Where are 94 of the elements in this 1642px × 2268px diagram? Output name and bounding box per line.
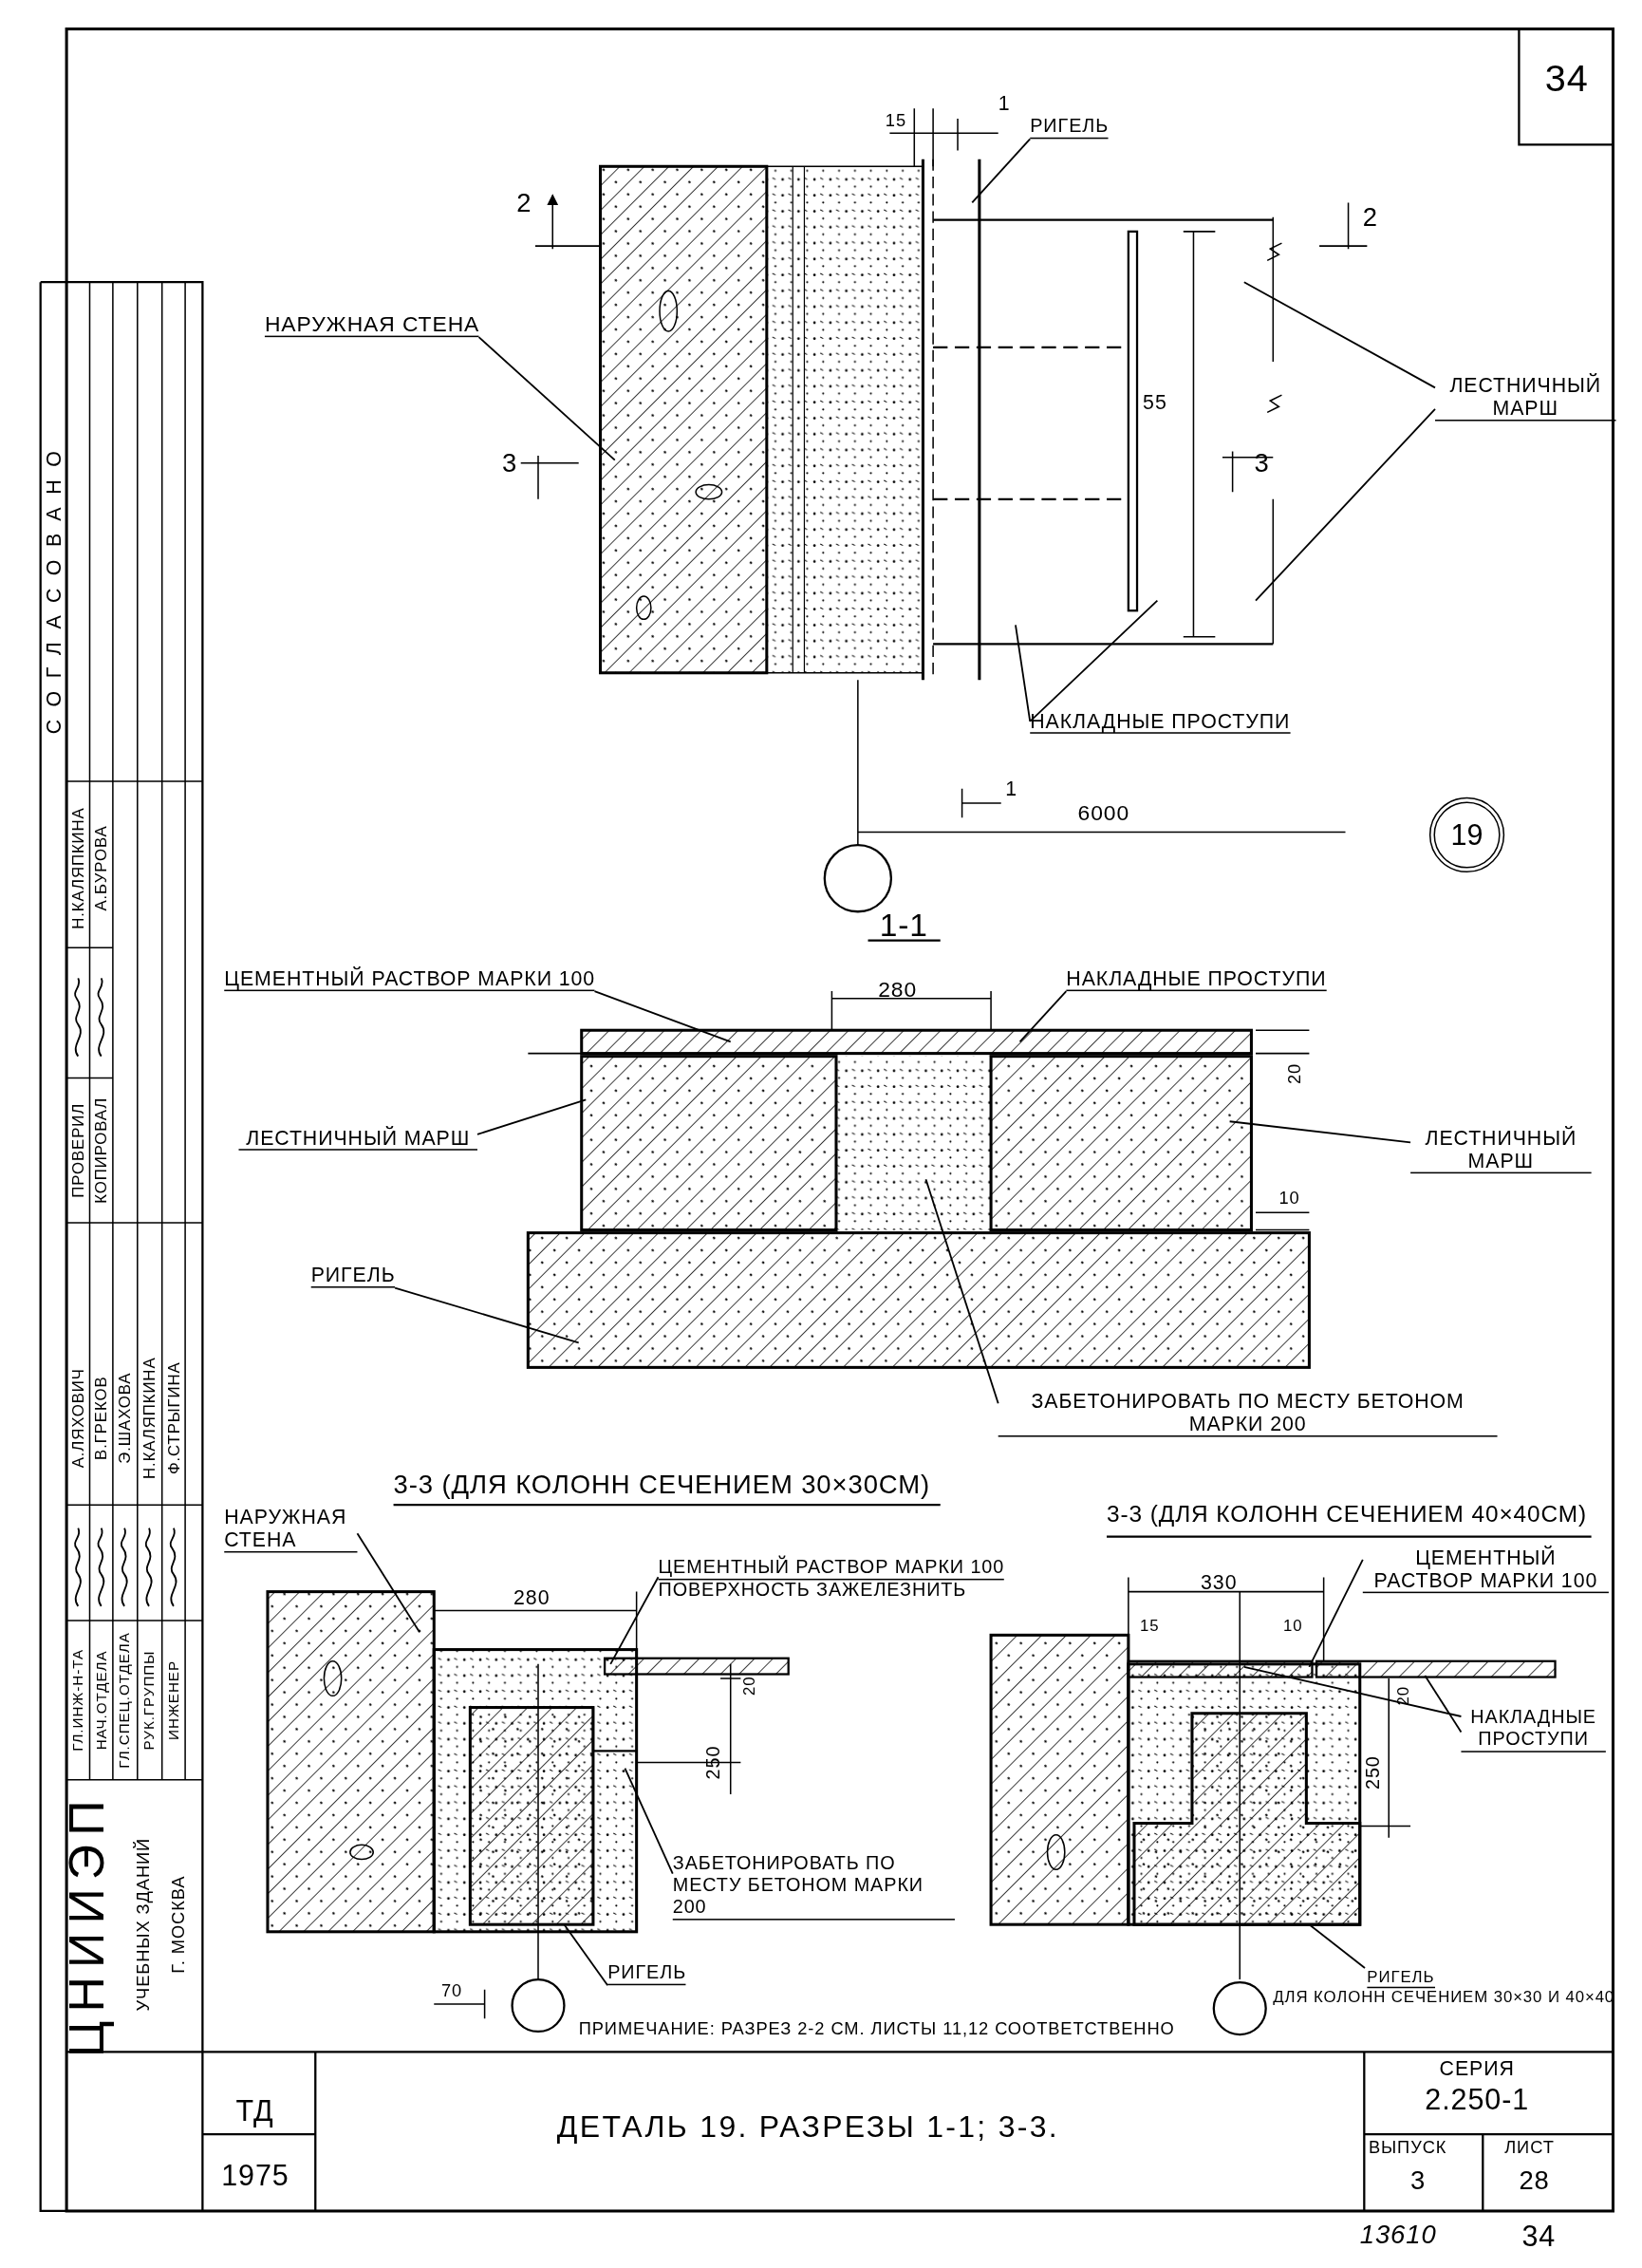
stamp-text: КОПИРОВАЛ <box>92 1097 111 1204</box>
dimension-value: 15 <box>885 111 906 132</box>
dimension-value: 10 <box>1278 1189 1300 1209</box>
leader-line <box>1424 1675 1463 1734</box>
page-number: 34 <box>1521 2220 1557 2254</box>
dimension-value: 250 <box>703 1745 725 1780</box>
part-label: РИГЕЛЬ <box>1367 1967 1435 1988</box>
stamp-text: 1975 <box>221 2159 289 2193</box>
stamp-text: ГЛ.ИНЖ-Н-ТА <box>69 1649 87 1752</box>
stamp-text: В.ГРЕКОВ <box>92 1376 111 1460</box>
leader-line <box>1228 1120 1411 1144</box>
section-mark: 1 <box>998 91 1011 115</box>
part-label: РИГЕЛЬ <box>607 1961 687 1986</box>
dimension-value: 15 <box>1140 1616 1160 1635</box>
dimension-value: 330 <box>1201 1569 1238 1594</box>
leader-line <box>971 138 1032 204</box>
stamp-text: 28 <box>1519 2165 1550 2197</box>
leader-line <box>563 1923 609 1987</box>
stamp-text: Э.ШАХОВА <box>115 1372 134 1464</box>
part-label: НАКЛАДНЫЕ ПРОСТУПИ <box>1066 966 1327 992</box>
leader-line <box>394 1286 580 1344</box>
stamp-text: ГЛ.СПЕЦ.ОТДЕЛА <box>116 1632 133 1769</box>
leader-line <box>1255 408 1436 602</box>
dimension-value: 55 <box>1143 390 1167 415</box>
dimension-value: 20 <box>1286 1062 1306 1085</box>
part-label: ЗАБЕТОНИРОВАТЬ ПО МЕСТУ БЕТОНОМ МАРКИ 200 <box>672 1853 955 1921</box>
section-title: 3-3 (ДЛЯ КОЛОНН СЕЧЕНИЕМ 30×30СМ) <box>393 1470 931 1501</box>
section-mark: 2 <box>516 188 532 218</box>
drawing-number: 13610 <box>1359 2220 1437 2250</box>
sheet-number: 34 <box>1544 57 1589 102</box>
detail-marker: 19 <box>1428 797 1505 873</box>
part-label: ЛЕСТНИЧНЫЙ МАРШ <box>238 1125 477 1151</box>
dimension-value: 70 <box>440 1982 463 2003</box>
stamp-text: СЕРИЯ <box>1439 2055 1515 2080</box>
dimension-value: 10 <box>1282 1616 1303 1635</box>
part-label: ПОВЕРХНОСТЬ ЗАЖЕЛЕЗНИТЬ <box>658 1580 967 1603</box>
dimension-value: 20 <box>1393 1686 1413 1706</box>
dimension-value: 6000 <box>1077 799 1130 826</box>
part-label: РИГЕЛЬ <box>310 1263 396 1288</box>
section-mark: 2 <box>1362 202 1378 233</box>
stamp-text: 2.250-1 <box>1425 2083 1530 2117</box>
part-label: ЦЕМЕНТНЫЙ РАСТВОР МАРКИ 100 <box>224 966 596 992</box>
stamp-text: РУК.ГРУППЫ <box>140 1650 158 1751</box>
part-label: НАРУЖНАЯ СТЕНА <box>224 1505 358 1553</box>
note-text: ПРИМЕЧАНИЕ: РАЗРЕЗ 2-2 СМ. ЛИСТЫ 11,12 СООТВЕТСТВЕННО <box>578 2019 1175 2040</box>
dimension-value: 20 <box>739 1676 759 1696</box>
part-label: ЦЕМЕНТНЫЙ РАСТВОР МАРКИ 100 <box>1362 1545 1609 1594</box>
stamp-text: Н.КАЛЯПКИНА <box>140 1357 159 1479</box>
section-title: 1-1 <box>879 907 928 945</box>
leader-line <box>1029 599 1159 722</box>
leader-line <box>477 336 616 461</box>
stamp-text: ПРОВЕРИЛ <box>68 1102 87 1198</box>
part-label: НАКЛАДНЫЕ ПРОСТУПИ <box>1030 708 1291 734</box>
part-label: ЦЕМЕНТНЫЙ РАСТВОР МАРКИ 100 <box>658 1557 1005 1581</box>
dimension-value: 280 <box>878 976 918 1003</box>
leader-line <box>593 990 732 1043</box>
stamp-text: А.ЛЯХОВИЧ <box>68 1368 87 1469</box>
stamp-text: Г. МОСКВА <box>169 1875 190 1974</box>
part-label: ЗАБЕТОНИРОВАТЬ ПО МЕСТУ БЕТОНОМ МАРКИ 200 <box>998 1389 1498 1437</box>
leader-line <box>1308 1559 1364 1668</box>
leader-line <box>1308 1923 1366 1969</box>
leader-line <box>1015 624 1032 722</box>
leader-line <box>1242 281 1436 389</box>
stamp-text: Ф.СТРЫГИНА <box>164 1361 183 1475</box>
leader-line <box>356 1532 420 1634</box>
part-label: ЛЕСТНИЧНЫЙ МАРШ <box>1435 373 1616 422</box>
leader-line <box>1242 1665 1463 1717</box>
leader-line <box>609 1576 660 1665</box>
stamp-text: ТД <box>235 2095 274 2129</box>
stamp-text: ВЫПУСК <box>1368 2138 1447 2159</box>
section-title: 3-3 (ДЛЯ КОЛОНН СЕЧЕНИЕМ 40×40СМ) <box>1107 1502 1587 1529</box>
part-label: НАРУЖНАЯ СТЕНА <box>264 310 480 338</box>
stamp-text: УЧЕБНЫХ ЗДАНИЙ <box>134 1837 155 2012</box>
part-label: ДЛЯ КОЛОНН СЕЧЕНИЕМ 30×30 И 40×40 <box>1273 1987 1615 2006</box>
leader-line <box>924 1178 999 1405</box>
stamp-text: А.БУРОВА <box>92 825 111 911</box>
stamp-text: ЛИСТ <box>1504 2138 1555 2159</box>
stamp-text: НАЧ.ОТДЕЛА <box>92 1650 110 1751</box>
leader-line <box>476 1098 588 1135</box>
section-mark: 3 <box>501 448 518 479</box>
stamp-text: ЦНИИЭП <box>58 1791 115 2057</box>
dimension-value: 280 <box>513 1585 550 1610</box>
stamp-text: Н.КАЛЯПКИНА <box>68 807 87 929</box>
stamp-text: СОГЛАСОВАНО <box>42 438 65 735</box>
leader-line <box>1018 990 1068 1043</box>
part-label: РИГЕЛЬ <box>1030 115 1110 140</box>
part-label: ЛЕСТНИЧНЫЙ МАРШ <box>1410 1125 1592 1174</box>
stamp-text: ИНЖЕНЕР <box>165 1659 182 1740</box>
dimension-value: 250 <box>1363 1755 1385 1790</box>
drawing-title: ДЕТАЛЬ 19. РАЗРЕЗЫ 1-1; 3-3. <box>556 2109 1059 2146</box>
stamp-text: 3 <box>1410 2165 1427 2197</box>
section-mark: 1 <box>1005 777 1018 801</box>
leader-line <box>624 1767 674 1875</box>
part-label: НАКЛАДНЫЕ ПРОСТУПИ <box>1461 1707 1606 1753</box>
